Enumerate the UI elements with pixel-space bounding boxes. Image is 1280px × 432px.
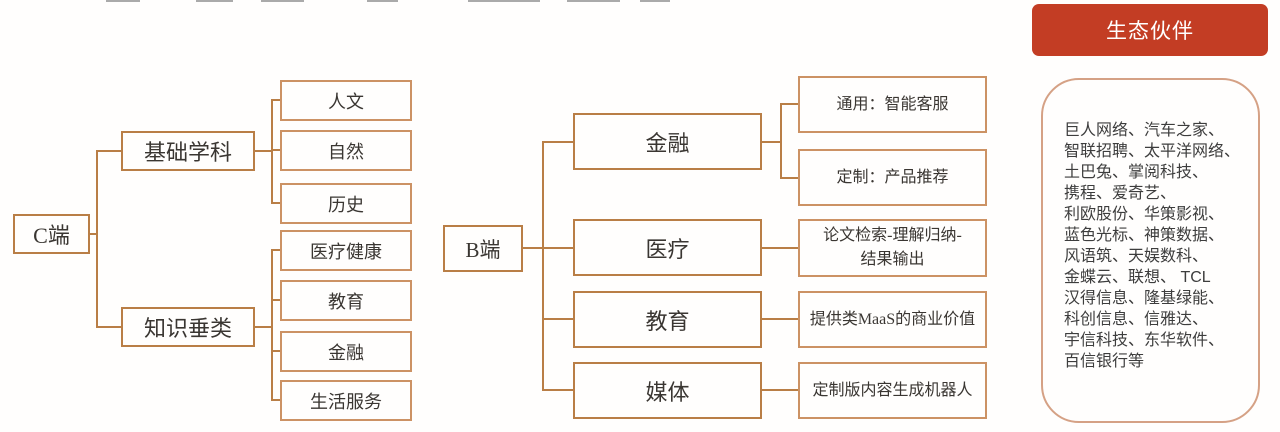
cropped-text-artifact [640, 0, 670, 2]
c-root-node: C端 [13, 214, 90, 254]
partner-line: 科创信息、信雅达、 [1064, 311, 1209, 328]
leaf-paper-retrieval-label: 论文检索-理解归纳-结果输出 [823, 227, 962, 268]
leaf-custom-product-recommendation: 定制：产品推荐 [798, 149, 987, 206]
cropped-text-artifact [567, 0, 620, 2]
connector-line [762, 141, 780, 143]
connector-line [542, 318, 573, 320]
leaf-humanities: 人文 [280, 80, 412, 121]
cropped-text-artifact [367, 0, 398, 2]
partner-line: 金蝶云、联想、 TCL [1064, 269, 1211, 286]
branch-basic-subjects: 基础学科 [121, 131, 255, 171]
partner-line: 宇信科技、东华软件、 [1064, 332, 1225, 349]
partner-line: 土巴兔、掌阅科技、 [1064, 164, 1209, 181]
partner-line: 智联招聘、太平洋网络、 [1064, 143, 1241, 160]
cropped-text-artifact [196, 0, 233, 2]
leaf-medical-health: 医疗健康 [280, 230, 412, 271]
connector-line [271, 249, 280, 251]
branch-medical: 医疗 [573, 219, 762, 276]
leaf-education: 教育 [280, 280, 412, 321]
branch-finance: 金融 [573, 113, 762, 170]
cropped-text-artifact [468, 0, 540, 2]
branch-knowledge-verticals: 知识垂类 [121, 307, 255, 347]
partner-line: 携程、爱奇艺、 [1064, 185, 1177, 202]
connector-line [96, 150, 98, 328]
connector-line [271, 149, 280, 151]
connector-line [271, 249, 273, 401]
leaf-life-services: 生活服务 [280, 380, 412, 421]
cropped-text-artifact [106, 0, 140, 2]
partner-line: 利欧股份、华策影视、 [1064, 206, 1225, 223]
connector-line [255, 150, 271, 152]
connector-line [542, 141, 544, 391]
leaf-custom-content-bot: 定制版内容生成机器人 [798, 362, 987, 419]
connector-line [271, 350, 280, 352]
connector-line [780, 103, 782, 179]
connector-line [271, 202, 280, 204]
leaf-history: 历史 [280, 183, 412, 224]
leaf-general-smart-customer-service: 通用：智能客服 [798, 76, 987, 133]
cropped-text-artifact [261, 0, 304, 2]
ecosystem-partners-header: 生态伙伴 [1032, 4, 1268, 56]
connector-line [271, 299, 280, 301]
branch-media: 媒体 [573, 362, 762, 419]
connector-line [762, 389, 798, 391]
partner-line: 蓝色光标、神策数据、 [1064, 227, 1225, 244]
connector-line [523, 247, 573, 249]
connector-line [762, 247, 798, 249]
connector-line [542, 389, 573, 391]
leaf-finance: 金融 [280, 331, 412, 372]
connector-line [89, 233, 98, 235]
partner-line: 巨人网络、汽车之家、 [1064, 122, 1225, 139]
ecosystem-partners-panel [1041, 78, 1260, 423]
connector-line [96, 150, 121, 152]
leaf-paper-retrieval-pipeline: 论文检索-理解归纳-结果输出 [798, 219, 987, 277]
partner-line: 风语筑、天娱数科、 [1064, 248, 1209, 265]
partner-line: 汉得信息、隆基绿能、 [1064, 290, 1225, 307]
partner-line: 百信银行等 [1064, 353, 1145, 370]
connector-line [542, 141, 573, 143]
connector-line [255, 326, 271, 328]
partner-list: 巨人网络、汽车之家、 智联招聘、太平洋网络、 土巴兔、掌阅科技、 携程、爱奇艺、… [1064, 120, 1240, 372]
b-root-node: B端 [443, 225, 523, 272]
connector-line [271, 99, 280, 101]
connector-line [271, 399, 280, 401]
connector-line [780, 177, 798, 179]
branch-education: 教育 [573, 291, 762, 348]
leaf-maas-business-value: 提供类MaaS的商业价值 [798, 291, 987, 348]
connector-line [762, 318, 798, 320]
leaf-nature: 自然 [280, 130, 412, 171]
connector-line [780, 103, 798, 105]
connector-line [271, 99, 273, 204]
connector-line [96, 326, 121, 328]
